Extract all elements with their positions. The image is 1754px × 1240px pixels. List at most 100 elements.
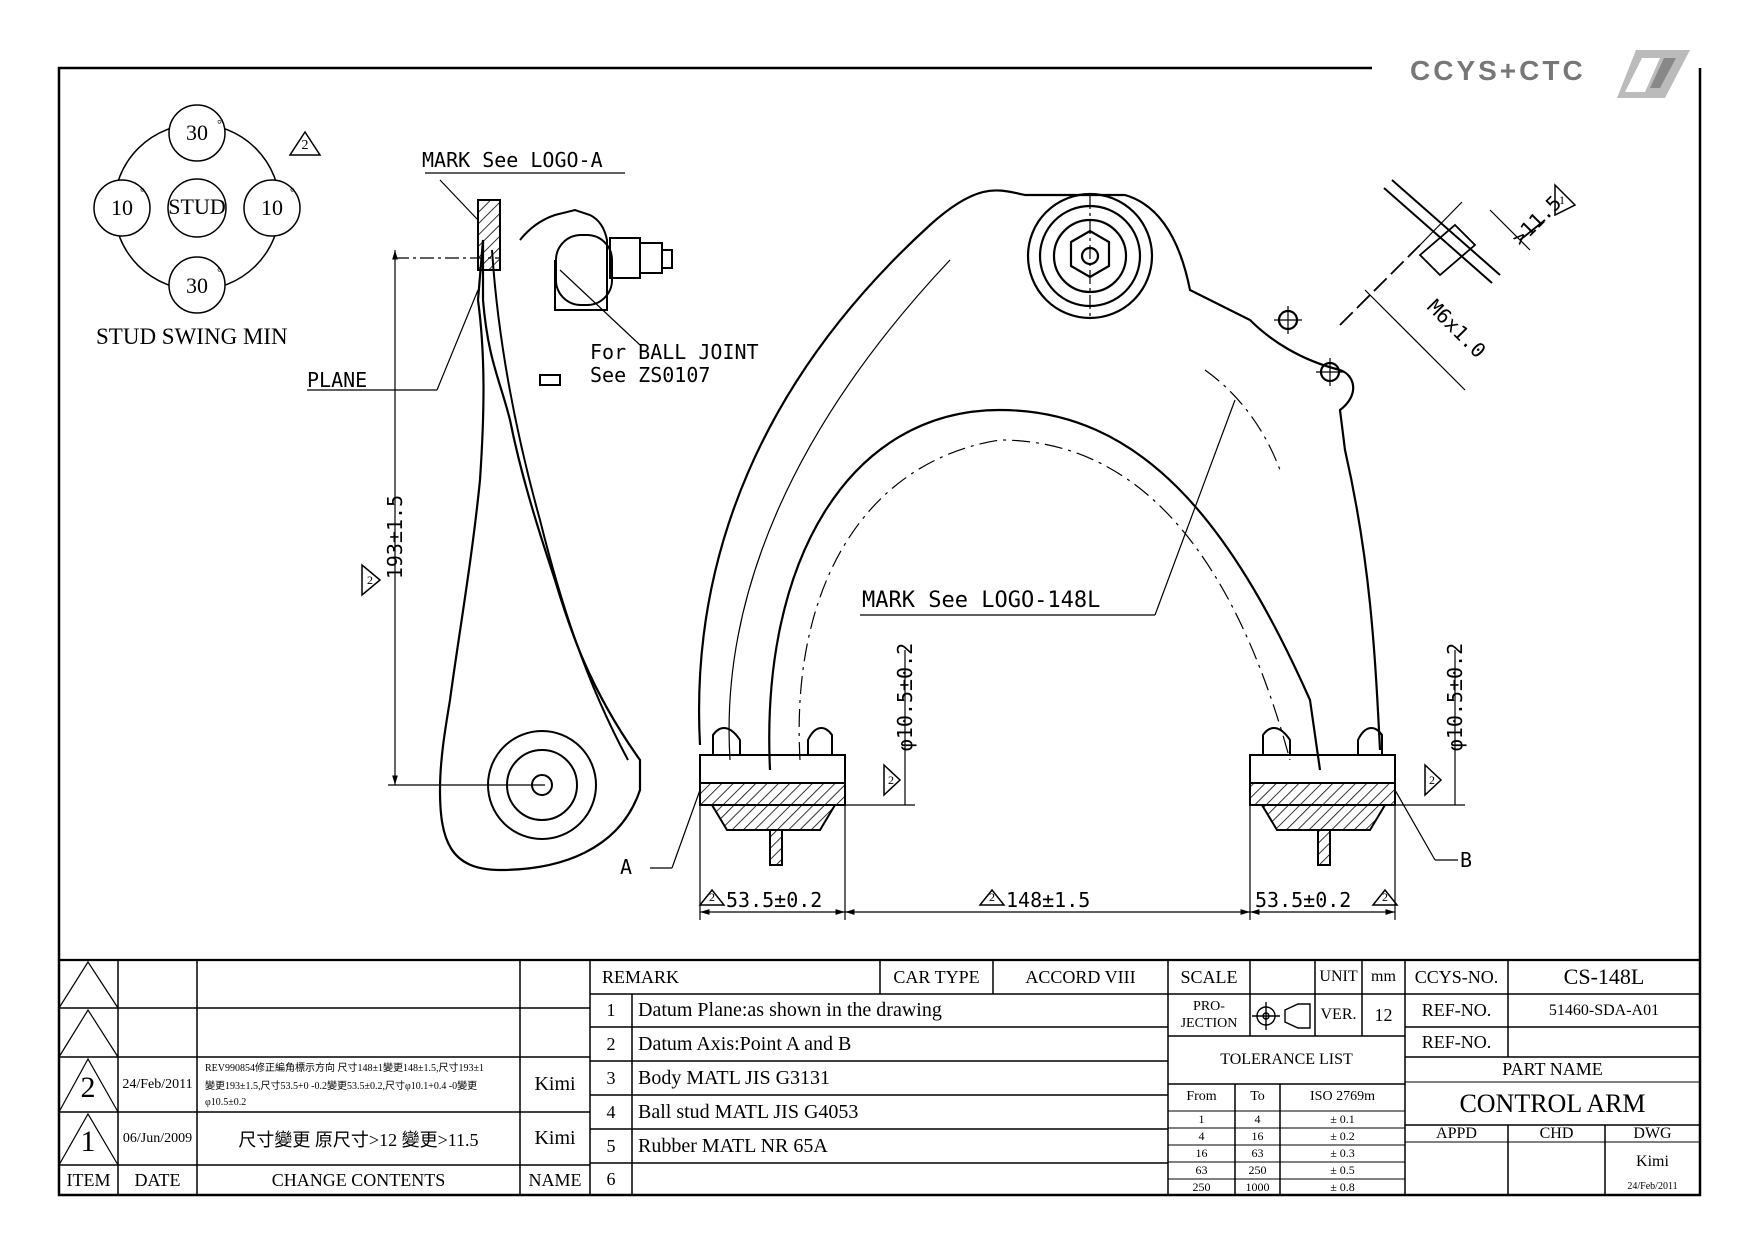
swing-left-degree: ° <box>140 186 145 198</box>
rev-marker-span-right: 2 <box>1382 890 1388 904</box>
unit-label: UNIT <box>1319 968 1358 985</box>
part-name-value: CONTROL ARM <box>1459 1088 1646 1118</box>
dwg-date: 24/Feb/2011 <box>1627 1180 1678 1192</box>
point-b-label: B <box>1460 848 1473 872</box>
bushing-right <box>1249 727 1396 866</box>
remark-text-6 <box>632 1163 1168 1195</box>
ref-no-value-2 <box>1508 1027 1700 1057</box>
swing-top-value: 30 <box>186 120 208 145</box>
stud-detail <box>1339 179 1577 391</box>
swing-caption: STUD SWING MIN <box>96 324 288 349</box>
tol-to-3: 63 <box>1251 1146 1264 1160</box>
tol-from-1: 1 <box>1198 1112 1205 1126</box>
side-view-arm <box>395 199 673 872</box>
appd-label: APPD <box>1436 1125 1477 1142</box>
chd-label: CHD <box>1539 1125 1574 1142</box>
remark-text-4: Ball stud MATL JIS G4053 <box>638 1100 859 1123</box>
rev-row2-contents-line2: 變更193±1.5,尺寸53.5+0 -0.2變更53.5±0.2,尺寸φ10.… <box>205 1080 478 1092</box>
tol-value-1: ± 0.1 <box>1330 1112 1355 1126</box>
mark-logo-a-label: MARK See LOGO-A <box>422 148 603 172</box>
rev-marker-span-center: 2 <box>989 890 995 904</box>
swing-right-value: 10 <box>261 195 283 220</box>
rev-row2-item: 2 <box>80 1071 96 1104</box>
rev-row2-name: Kimi <box>534 1073 576 1095</box>
remark-text-2: Datum Axis:Point A and B <box>638 1032 852 1055</box>
rev-header-item: ITEM <box>66 1169 111 1190</box>
tol-to-4: 250 <box>1248 1163 1267 1177</box>
ball-joint-label-line2: See ZS0107 <box>590 363 711 387</box>
rev-header-date: DATE <box>134 1169 181 1190</box>
height-dimension: 193±1.5 <box>383 494 407 580</box>
tol-header-iso: ISO 2769m <box>1310 1089 1375 1104</box>
car-type-label: CAR TYPE <box>893 966 980 987</box>
tol-value-5: ± 0.8 <box>1330 1179 1355 1194</box>
swing-bottom-degree: ° <box>217 266 222 278</box>
scale-value <box>1250 960 1315 994</box>
remark-text-3: Body MATL JIS G3131 <box>638 1066 831 1089</box>
tol-from-4: 63 <box>1195 1163 1208 1177</box>
tolerance-title: TOLERANCE LIST <box>1220 1051 1353 1068</box>
plane-label: PLANE <box>307 368 368 392</box>
rev-marker-bore-right: 2 <box>1429 773 1435 787</box>
rev-row1-contents: 尺寸變更 原尺寸>12 變更>11.5 <box>238 1129 479 1150</box>
rev-row1-date: 06/Jun/2009 <box>122 1130 193 1146</box>
car-type-value: ACCORD VIII <box>1025 966 1136 987</box>
swing-bottom-value: 30 <box>186 273 208 298</box>
tol-header-to: To <box>1250 1089 1265 1104</box>
rev-marker-span-left: 2 <box>709 890 715 904</box>
mark-logo-148l-label: MARK See LOGO-148L <box>862 587 1101 613</box>
side-view-leaders <box>307 172 641 786</box>
front-view-arm <box>698 189 1382 771</box>
rev-row1-name: Kimi <box>534 1127 576 1149</box>
tol-from-3: 16 <box>1195 1146 1208 1160</box>
rev-row2-date: 24/Feb/2011 <box>122 1076 193 1092</box>
thread-dimension: M6x1.0 <box>1422 294 1491 363</box>
tol-to-2: 16 <box>1251 1129 1264 1143</box>
ball-joint-label-line1: For BALL JOINT <box>590 340 759 364</box>
remark-num-5: 5 <box>606 1135 616 1156</box>
scale-label: SCALE <box>1180 966 1238 987</box>
tol-to-5: 1000 <box>1245 1179 1270 1194</box>
remark-num-4: 4 <box>606 1101 616 1122</box>
rev-marker-height: 2 <box>367 573 373 587</box>
tol-header-from: From <box>1186 1089 1217 1104</box>
ccys-no-value: CS-148L <box>1563 964 1645 989</box>
swing-left-value: 10 <box>111 195 133 220</box>
ver-label: VER. <box>1320 1006 1357 1023</box>
title-block-grid <box>58 958 1700 1195</box>
projection-symbol-icon <box>1252 1002 1311 1030</box>
stud-swing-diagram <box>93 104 322 314</box>
rev-row1-item: 1 <box>80 1125 96 1158</box>
projection-label-line1: PRO- <box>1193 998 1225 1014</box>
dwg-label: DWG <box>1633 1125 1672 1142</box>
part-name-label: PART NAME <box>1502 1059 1603 1079</box>
tol-to-1: 4 <box>1254 1112 1261 1126</box>
tol-from-2: 4 <box>1198 1129 1205 1143</box>
span-center-dimension: 148±1.5 <box>1006 888 1091 912</box>
front-view-dimensions <box>650 399 1465 920</box>
swing-right-degree: ° <box>290 186 295 198</box>
rev-header-name: NAME <box>528 1169 582 1190</box>
ccys-no-label: CCYS-NO. <box>1414 966 1499 987</box>
rev-row2-contents-line3: φ10.5±0.2 <box>205 1096 247 1108</box>
remark-text-5: Rubber MATL NR 65A <box>638 1134 828 1157</box>
rev-marker-bore-left: 2 <box>888 773 894 787</box>
rev-header-contents: CHANGE CONTENTS <box>271 1169 446 1190</box>
ccys-logo-icon <box>1617 50 1690 98</box>
ref-no-label-2: REF-NO. <box>1421 1031 1492 1052</box>
remark-label: REMARK <box>602 966 680 987</box>
span-left-dimension: 53.5±0.2 <box>726 888 823 912</box>
remark-text-1: Datum Plane:as shown in the drawing <box>638 999 942 1021</box>
remark-num-2: 2 <box>606 1033 616 1054</box>
tol-value-4: ± 0.5 <box>1330 1163 1355 1177</box>
unit-value: mm <box>1371 968 1396 985</box>
remark-num-3: 3 <box>606 1067 616 1088</box>
tol-from-5: 250 <box>1192 1179 1211 1194</box>
tol-value-2: ± 0.2 <box>1330 1129 1355 1143</box>
brand-logo-text: CCYS+CTC <box>1410 56 1586 86</box>
drawing-frame <box>57 66 1702 1197</box>
remark-num-6: 6 <box>606 1168 616 1189</box>
swing-top-degree: ° <box>217 118 222 130</box>
rev-marker-offset: 1 <box>1559 193 1565 207</box>
